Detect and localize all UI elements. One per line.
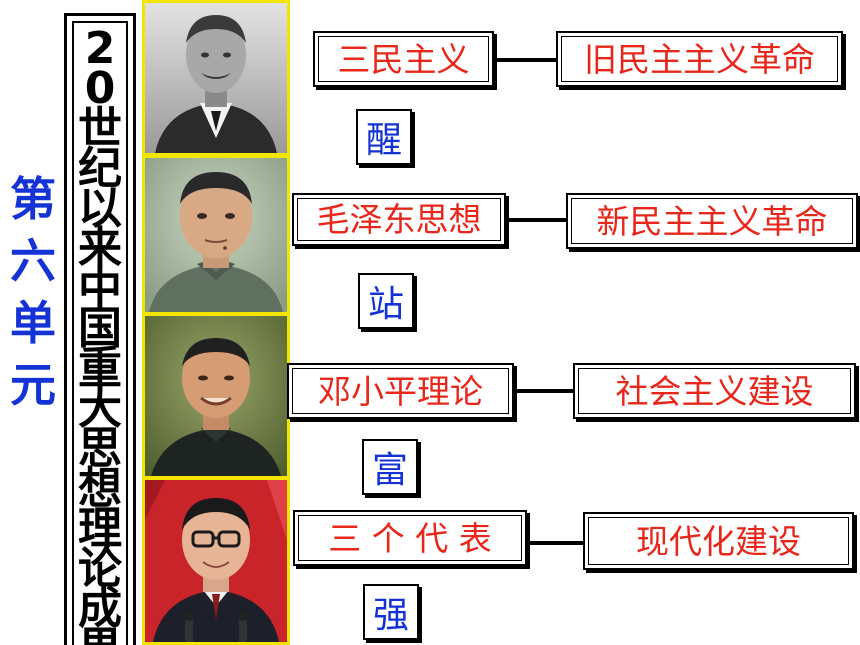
vertical-title-char: 世: [78, 103, 122, 154]
vertical-title-char: 思: [78, 423, 122, 474]
theory-box-three-represents: 三 个 代 表: [293, 510, 527, 566]
portrait-image: [145, 480, 287, 642]
connector-line: [514, 389, 573, 393]
vertical-title-frame: 2 0 世 纪 以 来 中 国 重 大 思 想 理 论 成 果: [64, 13, 136, 645]
vertical-title-char: 中: [78, 263, 122, 314]
vertical-title: 2 0 世 纪 以 来 中 国 重 大 思 想 理 论 成 果: [74, 23, 126, 645]
result-box-new-democratic-revolution: 新民主主义革命: [566, 193, 858, 249]
theory-label: 三 个 代 表: [328, 518, 492, 558]
result-label: 新民主主义革命: [596, 201, 828, 241]
portrait-column: [142, 0, 290, 645]
keyword-box-xing: 醒: [356, 109, 412, 165]
vertical-title-char: 纪: [78, 143, 122, 194]
unit-title-char: 单: [10, 296, 56, 350]
vertical-title-char: 理: [78, 503, 122, 554]
theory-label: 三民主义: [337, 39, 470, 79]
portrait-image: [145, 316, 287, 476]
vertical-title-char: 0: [84, 63, 116, 114]
theory-box-deng-theory: 邓小平理论: [287, 363, 514, 419]
vertical-title-char: 以: [78, 183, 122, 234]
portrait-mao-zedong: [145, 158, 287, 312]
portrait-image: [145, 158, 287, 312]
vertical-title-char: 2: [84, 23, 116, 74]
result-label: 社会主义建设: [615, 371, 814, 411]
unit-title: 第 六 单 元: [4, 168, 62, 416]
result-box-socialist-construction: 社会主义建设: [573, 363, 856, 419]
portrait-sun-yat-sen: [145, 3, 287, 153]
vertical-title-char: 果: [74, 627, 126, 645]
result-box-old-democratic-revolution: 旧民主主义革命: [556, 31, 843, 87]
vertical-title-char: 成: [78, 583, 122, 634]
result-box-modernization: 现代化建设: [583, 512, 854, 570]
vertical-title-char: 国: [78, 303, 122, 354]
connector-line: [506, 218, 566, 222]
unit-title-char: 六: [10, 234, 56, 288]
theory-box-sanmin: 三民主义: [313, 31, 494, 87]
keyword-box-zhan: 站: [358, 273, 414, 329]
portrait-image: [145, 3, 287, 153]
connector-line: [494, 58, 556, 62]
theory-label: 毛泽东思想: [316, 200, 482, 239]
vertical-title-char: 想: [78, 463, 122, 514]
result-label: 现代化建设: [636, 521, 801, 561]
keyword-box-fu: 富: [362, 439, 418, 495]
connector-line: [527, 541, 583, 545]
portrait-deng-xiaoping: [145, 316, 287, 476]
theory-label: 邓小平理论: [318, 371, 483, 411]
unit-title-char: 元: [10, 358, 56, 412]
unit-title-char: 第: [10, 172, 56, 226]
vertical-title-char: 大: [78, 383, 122, 434]
result-label: 旧民主主义革命: [584, 39, 815, 79]
vertical-title-char: 来: [78, 223, 122, 274]
vertical-title-char: 论: [78, 543, 122, 594]
portrait-jiang-zemin: [145, 480, 287, 642]
vertical-title-char: 重: [78, 343, 122, 394]
keyword-box-qiang: 强: [363, 584, 419, 640]
theory-box-mao-thought: 毛泽东思想: [292, 193, 506, 246]
